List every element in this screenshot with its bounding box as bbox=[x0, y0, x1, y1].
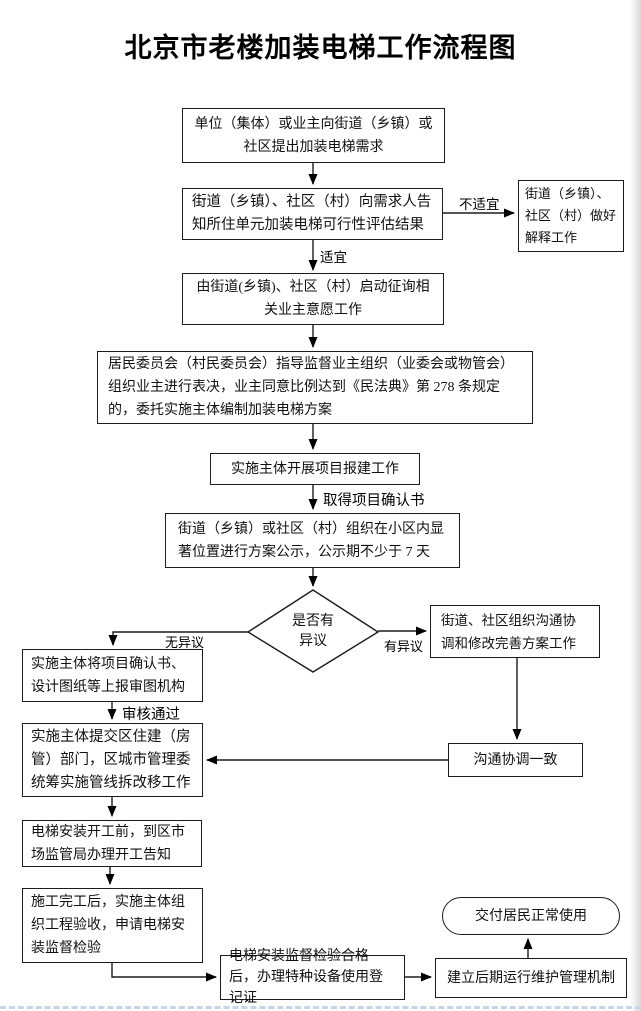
edge-label-confirmation: 取得项目确认书 bbox=[323, 493, 425, 509]
flow-node-agree: 沟通协调一致 bbox=[448, 743, 583, 777]
page-bottom-boundary bbox=[0, 1006, 641, 1009]
edge-label-unsuitable: 不适宜 bbox=[459, 197, 500, 212]
page-title: 北京市老楼加装电梯工作流程图 bbox=[124, 33, 517, 63]
edge-label-approved: 审核通过 bbox=[122, 707, 180, 723]
flow-node-review: 实施主体将项目确认书、设计图纸等上报审图机构 bbox=[22, 649, 203, 702]
page-edge-shadow bbox=[630, 0, 641, 1011]
flow-node-acceptance: 施工完工后，实施主体组织工程验收，申请电梯安装监督检验 bbox=[22, 888, 203, 963]
flow-node-explain: 街道（乡镇）、社区（村）做好解释工作 bbox=[518, 180, 624, 252]
flow-node-submit: 实施主体提交区住建（房管）部门，区城市管理委统筹实施管线拆改移工作 bbox=[22, 723, 203, 797]
flow-node-publicity: 街道（乡镇）或社区（村）组织在小区内显著位置进行方案公示，公示期不少于 7 天 bbox=[165, 513, 460, 568]
flow-node-decision: 是否有异议 bbox=[292, 614, 334, 649]
flow-node-solicit: 由街道(乡镇)、社区（村）启动征询相关业主意愿工作 bbox=[182, 273, 444, 325]
flow-node-vote: 居民委员会（村民委员会）指导监督业主组织（业委会或物管会）组织业主进行表决，业主… bbox=[97, 351, 533, 424]
flow-node-register: 电梯安装监督检验合格后，办理特种设备使用登记证 bbox=[220, 949, 405, 1006]
connector-acceptance-register bbox=[111, 963, 217, 982]
flow-node-feasibility: 街道（乡镇）、社区（村）向需求人告知所住单元加装电梯可行性评估结果 bbox=[182, 188, 443, 240]
flow-node-maintain: 建立后期运行维护管理机制 bbox=[435, 958, 627, 998]
edge-label-suitable: 适宜 bbox=[320, 250, 347, 265]
edge-label-no-objection: 无异议 bbox=[165, 635, 205, 650]
decision-diamond bbox=[246, 589, 380, 673]
edge-label-objection: 有异议 bbox=[384, 639, 424, 654]
flow-node-coordinate: 街道、社区组织沟通协调和修改完善方案工作 bbox=[430, 605, 600, 658]
flow-node-demand: 单位（集体）或业主向街道（乡镇）或社区提出加装电梯需求 bbox=[182, 108, 445, 163]
flow-node-filing: 实施主体开展项目报建工作 bbox=[210, 453, 420, 485]
flow-node-notice: 电梯安装开工前，到区市场监管局办理开工告知 bbox=[22, 820, 202, 867]
flow-node-deliver: 交付居民正常使用 bbox=[442, 897, 620, 935]
connector-decision-review bbox=[108, 631, 248, 646]
